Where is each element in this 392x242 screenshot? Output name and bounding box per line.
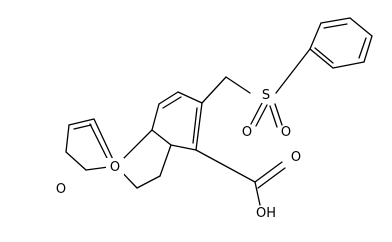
- sulfonyl-group: [225, 48, 311, 128]
- carboxylic-acid-group: [195, 149, 286, 206]
- sulfur-label-bg: [257, 85, 275, 103]
- sulfonyl-oxygen-label-1: O: [242, 125, 252, 140]
- carbonyl-oxygen-label: O: [291, 150, 301, 165]
- hydroxyl-label: OH: [256, 206, 276, 221]
- sulfur-label: S: [262, 88, 270, 103]
- phenyl-ring: [309, 17, 373, 69]
- benzene-ring: [151, 76, 227, 151]
- sulfonyl-oxygen-label-2: O: [281, 125, 291, 140]
- pyran-oxygen-bg: [106, 158, 124, 176]
- furan-oxygen-label: O: [56, 182, 66, 197]
- furan-oxygen-bg: [52, 181, 70, 199]
- pyran-oxygen-label: O: [110, 160, 120, 175]
